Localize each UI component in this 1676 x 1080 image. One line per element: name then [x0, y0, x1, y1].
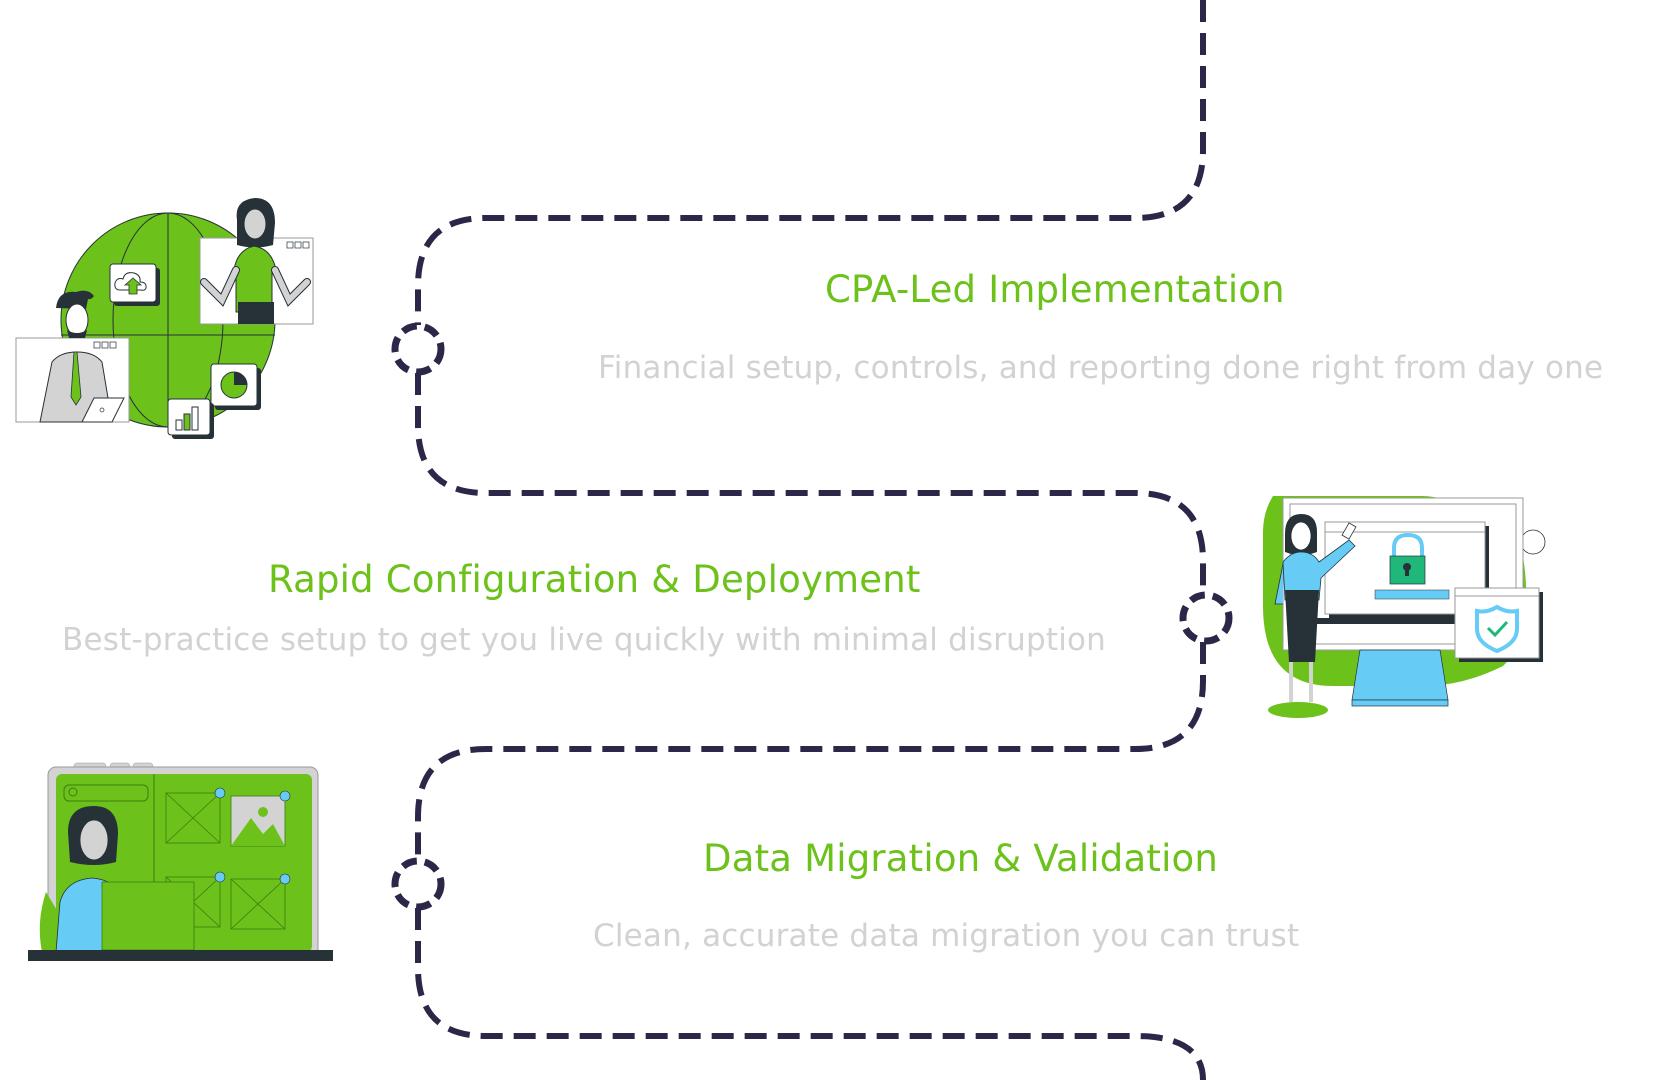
step-2-title: Rapid Configuration & Deployment — [268, 558, 921, 601]
step-node-1 — [391, 322, 445, 376]
step-1-title: CPA-Led Implementation — [825, 268, 1285, 311]
team-video-call-illustration — [15, 198, 314, 439]
bar-chart-icon — [167, 398, 214, 439]
woman-at-computer — [39, 806, 195, 953]
shield-check-icon — [1475, 604, 1519, 654]
path-segment-bottom — [415, 908, 1206, 1080]
path-segment-top — [415, 0, 1206, 325]
woman-video-window — [199, 198, 314, 325]
step-3-title: Data Migration & Validation — [703, 837, 1219, 880]
search-icon — [68, 787, 78, 797]
desk — [28, 950, 333, 961]
man-video-window — [15, 290, 130, 423]
step-node-3 — [391, 857, 445, 911]
search-bar — [63, 784, 149, 802]
padlock-icon — [1389, 532, 1426, 585]
add-icon — [214, 787, 291, 885]
step-node-2 — [1179, 591, 1233, 645]
pie-chart-icon — [210, 363, 261, 410]
path-segment-1-2 — [415, 373, 1206, 594]
woman-presenter — [1268, 514, 1357, 718]
step-3-description: Clean, accurate data migration you can t… — [593, 918, 1300, 954]
web-layout-design-illustration — [28, 762, 333, 961]
secure-system-illustration — [1263, 496, 1546, 718]
step-1-description: Financial setup, controls, and reporting… — [598, 350, 1604, 386]
image-placeholder-icon — [230, 795, 286, 847]
password-bar — [1374, 589, 1450, 600]
cloud-upload-icon — [109, 263, 160, 306]
gear-icon — [1520, 529, 1546, 555]
path-segment-2-3 — [415, 642, 1206, 860]
step-2-description: Best-practice setup to get you live quic… — [62, 622, 1107, 658]
